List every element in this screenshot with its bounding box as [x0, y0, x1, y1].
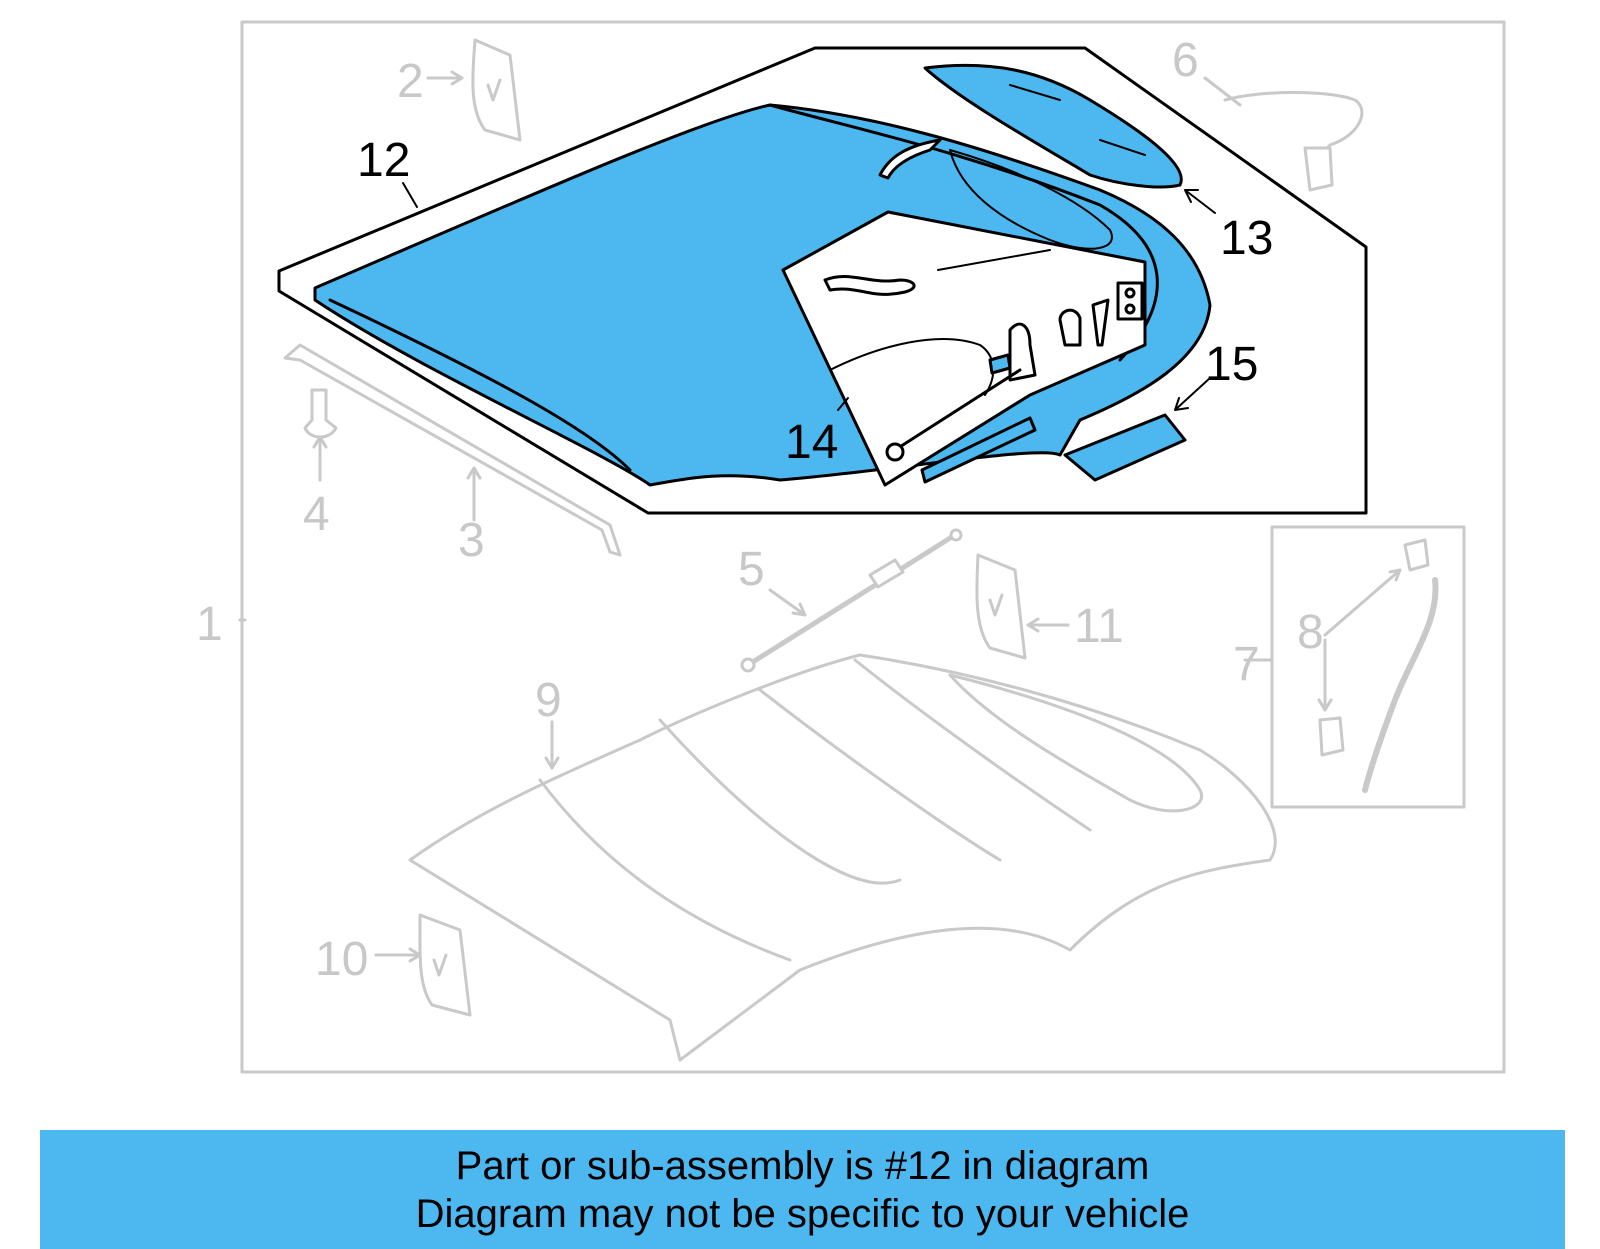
callout-14: 14	[785, 416, 838, 469]
leader-lines	[238, 70, 1402, 963]
callout-1: 1	[196, 598, 223, 651]
parts-diagram: 1 2 3 4 5 6 7 8 9 10 11 12 13 14 15	[196, 20, 1506, 1074]
part-11-bag	[975, 553, 1027, 660]
callout-5: 5	[738, 543, 765, 596]
callout-3: 3	[458, 514, 485, 567]
banner-line-2: Diagram may not be specific to your vehi…	[415, 1191, 1190, 1236]
callout-13: 13	[1220, 212, 1273, 265]
part-2-bag	[471, 38, 522, 142]
callout-4: 4	[303, 488, 330, 541]
callout-15: 15	[1205, 338, 1258, 391]
part-9-soft-top	[408, 653, 1277, 1062]
callout-2: 2	[397, 55, 424, 108]
part-3-rail	[283, 343, 622, 557]
callout-6: 6	[1172, 34, 1199, 87]
callout-9: 9	[535, 674, 562, 727]
callout-11: 11	[1074, 600, 1124, 653]
part-13-spoiler[interactable]	[923, 63, 1183, 189]
assembly-frame	[240, 20, 1506, 1074]
callout-7: 7	[1233, 638, 1260, 691]
banner-line-1: Part or sub-assembly is #12 in diagram	[455, 1143, 1150, 1188]
part-6-cable	[1223, 91, 1364, 192]
callout-10: 10	[315, 933, 368, 986]
callout-8: 8	[1297, 606, 1324, 659]
part-5-strut	[740, 528, 963, 673]
callout-12: 12	[357, 134, 410, 187]
part-14-hardware-inset	[781, 210, 1147, 487]
hardtop-group-outline	[277, 46, 1368, 515]
part-15-trim[interactable]	[920, 413, 1187, 484]
part-10-bag	[418, 913, 472, 1017]
part-7-group	[1270, 525, 1466, 809]
part-4-bolt	[303, 388, 338, 439]
info-banner: Part or sub-assembly is #12 in diagram D…	[40, 1130, 1565, 1249]
